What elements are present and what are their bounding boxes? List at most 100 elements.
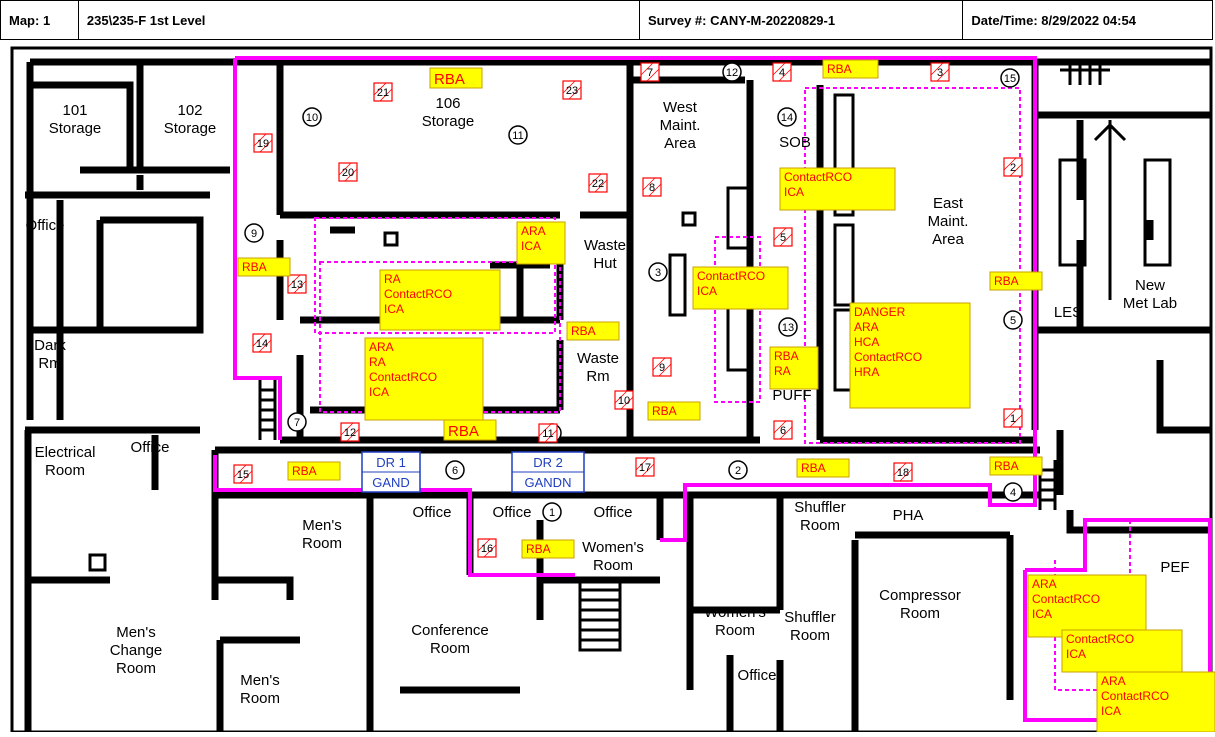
posting-text: RBA	[801, 461, 826, 475]
posting-text: RBA	[242, 260, 267, 274]
survey-point-label: 15	[1004, 73, 1016, 85]
smear-point-23	[562, 80, 582, 100]
smear-point-label: 3	[937, 67, 943, 79]
smear-point-label: 14	[256, 338, 268, 350]
smear-point-10	[614, 390, 634, 410]
smear-point-18	[893, 462, 913, 482]
survey-point-label: 12	[726, 67, 738, 79]
smear-point-16	[477, 538, 497, 558]
posting-rba-ra	[769, 346, 819, 390]
room-label-office-s: Office	[738, 667, 777, 684]
smear-point-22	[588, 173, 608, 193]
header-bar: Map: 1 235\235-F 1st Level Survey #: CAN…	[0, 0, 1213, 40]
door-label: GAND	[372, 475, 410, 490]
survey-point-15	[1000, 68, 1020, 88]
posting-text: RBA	[434, 71, 465, 88]
door-label: DR 1	[376, 455, 406, 470]
posting-rba-ne	[822, 59, 879, 79]
smear-point-label: 17	[639, 462, 651, 474]
survey-point-5	[1003, 310, 1023, 330]
smear-point-17	[635, 457, 655, 477]
door-label: DR 2	[533, 455, 563, 470]
room-label-pef: PEF	[1160, 559, 1189, 576]
survey-point-11	[508, 125, 528, 145]
smear-point-13	[287, 274, 307, 294]
location-label: 235\235-F 1st Level	[79, 1, 640, 39]
smear-point-label: 4	[779, 67, 785, 79]
posting-text: RBA	[571, 324, 596, 338]
posting-text: RBA	[448, 423, 479, 440]
smear-point-8	[642, 177, 662, 197]
posting-ara-ica-1	[516, 221, 566, 265]
room-label-office-c2: Office	[493, 504, 532, 521]
smear-point-14	[252, 333, 272, 353]
posting-rba-w	[237, 257, 291, 277]
posting-rba-16	[521, 539, 575, 559]
room-label-office-c1: Office	[413, 504, 452, 521]
survey-point-label: 3	[655, 267, 661, 279]
smear-point-4	[772, 62, 792, 82]
posting-rba-corr-c	[796, 458, 850, 478]
posting-rba-10	[647, 401, 701, 421]
posting-pef-2	[1061, 629, 1183, 673]
smear-point-21	[373, 82, 393, 102]
door-label: GANDN	[525, 475, 572, 490]
survey-point-label: 10	[306, 112, 318, 124]
posting-danger	[849, 302, 971, 409]
smear-point-label: 2	[1010, 162, 1016, 174]
smear-point-label: 1	[1010, 413, 1016, 425]
posting-ara-ra-contact-ica	[364, 337, 484, 421]
survey-point-label: 1	[549, 507, 555, 519]
posting-pef-1	[1027, 574, 1147, 638]
smear-point-label: 8	[649, 182, 655, 194]
smear-point-15	[233, 464, 253, 484]
smear-point-label: 10	[618, 395, 630, 407]
smear-point-label: 20	[342, 167, 354, 179]
smear-point-label: 7	[647, 67, 653, 79]
posting-pef-3	[1096, 671, 1215, 733]
smear-point-9	[652, 357, 672, 377]
posting-text: RBA	[994, 274, 1019, 288]
posting-contact-ica-1	[779, 167, 896, 211]
room-label-office-e: Office	[131, 439, 170, 456]
smear-point-1	[1003, 408, 1023, 428]
smear-point-label: 23	[566, 85, 578, 97]
posting-rba-12	[443, 419, 497, 441]
smear-point-label: 22	[592, 178, 604, 190]
posting-text: RBA	[526, 542, 551, 556]
posting-text: RBA	[994, 459, 1019, 473]
smear-point-label: 12	[344, 427, 356, 439]
posting-rba-top	[429, 67, 483, 89]
smear-point-3	[930, 62, 950, 82]
survey-point-label: 13	[782, 322, 794, 334]
posting-contact-ica-2	[692, 266, 789, 310]
survey-point-1	[542, 502, 562, 522]
survey-point-10	[302, 107, 322, 127]
smear-point-5	[773, 227, 793, 247]
